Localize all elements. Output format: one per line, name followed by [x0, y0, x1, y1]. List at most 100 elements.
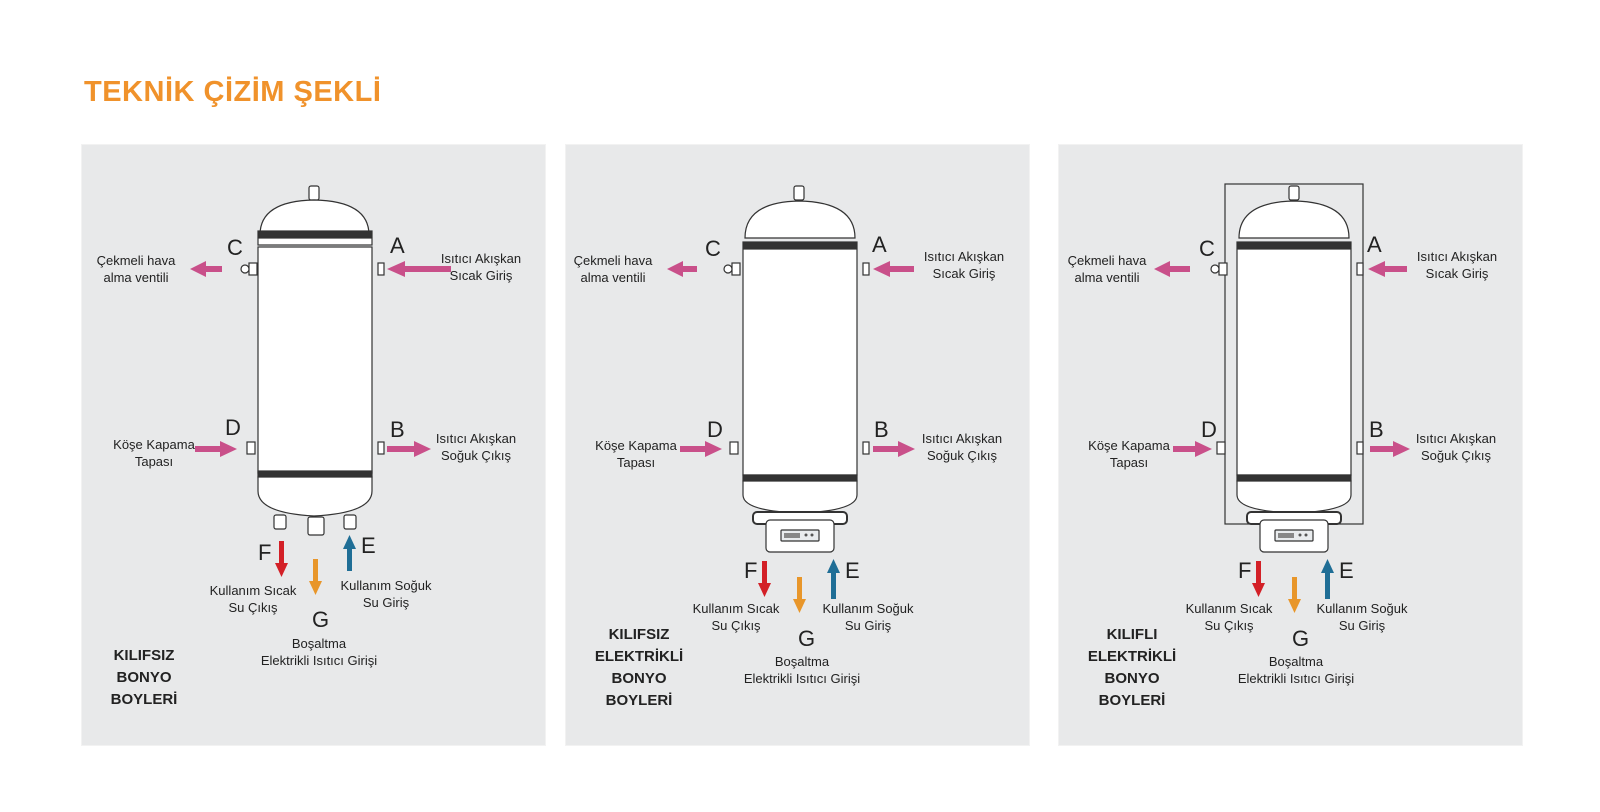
caption-line-1: KILIFSIZ: [114, 647, 175, 664]
boiler-tank: [723, 185, 870, 553]
g-text-2: Elektrikli Isıtıcı Girişi: [1238, 671, 1354, 686]
label-f: F: [744, 558, 757, 583]
f-text-1: Kullanım Sıcak: [693, 601, 780, 616]
label-a: A: [1367, 232, 1382, 257]
label-f: F: [1238, 558, 1251, 583]
f-text-2: Su Çıkış: [1204, 618, 1254, 633]
pink-arrows: [667, 261, 915, 457]
d-text-2: Tapası: [617, 455, 655, 470]
page-title: TEKNİK ÇİZİM ŞEKLİ: [84, 76, 382, 108]
label-c: C: [705, 236, 721, 261]
d-text-2: Tapası: [1110, 455, 1148, 470]
hot-water-arrow: [1256, 561, 1261, 585]
label-g: G: [312, 607, 329, 632]
caption-line-4: BOYLERİ: [606, 692, 673, 709]
g-text-1: Boşaltma: [292, 636, 347, 651]
cold-water-arrow: [831, 571, 836, 599]
e-text-2: Su Giriş: [845, 618, 892, 633]
d-text-1: Köşe Kapama: [1088, 438, 1170, 453]
caption-line-3: BONYO: [1104, 670, 1159, 687]
g-text-2: Elektrikli Isıtıcı Girişi: [261, 653, 377, 668]
label-f: F: [258, 540, 271, 565]
c-text-1: Çekmeli hava: [1068, 253, 1148, 268]
label-c: C: [1199, 236, 1215, 261]
f-text-1: Kullanım Sıcak: [210, 583, 297, 598]
caption-line-2: ELEKTRİKLİ: [595, 648, 683, 665]
g-text-2: Elektrikli Isıtıcı Girişi: [744, 671, 860, 686]
caption-line-1: KILIFSIZ: [609, 626, 670, 643]
label-a: A: [390, 233, 405, 258]
c-text-2: alma ventili: [103, 270, 168, 285]
e-text-1: Kullanım Soğuk: [822, 601, 914, 616]
b-text-2: Soğuk Çıkış: [1421, 448, 1492, 463]
drain-arrow: [797, 577, 802, 601]
c-text-2: alma ventili: [580, 270, 645, 285]
a-text-1: Isıtıcı Akışkan: [441, 251, 521, 266]
b-text-1: Isıtıcı Akışkan: [436, 431, 516, 446]
hot-water-arrow: [762, 561, 767, 585]
c-text-2: alma ventili: [1074, 270, 1139, 285]
label-d: D: [707, 417, 723, 442]
e-text-2: Su Giriş: [363, 595, 410, 610]
d-text-1: Köşe Kapama: [595, 438, 677, 453]
g-text-1: Boşaltma: [775, 654, 830, 669]
b-text-1: Isıtıcı Akışkan: [922, 431, 1002, 446]
caption-line-2: BONYO: [116, 669, 171, 686]
label-b: B: [1369, 417, 1384, 442]
b-text-1: Isıtıcı Akışkan: [1416, 431, 1496, 446]
label-b: B: [390, 417, 405, 442]
label-d: D: [225, 415, 241, 440]
label-b: B: [874, 417, 889, 442]
hot-water-arrow: [279, 541, 284, 565]
a-text-2: Sıcak Giriş: [933, 266, 996, 281]
b-text-2: Soğuk Çıkış: [441, 448, 512, 463]
label-g: G: [1292, 626, 1309, 651]
label-e: E: [1339, 558, 1354, 583]
d-text-1: Köşe Kapama: [113, 437, 195, 452]
cold-water-arrow: [347, 547, 352, 571]
f-text-2: Su Çıkış: [228, 600, 278, 615]
a-text-2: Sıcak Giriş: [1426, 266, 1489, 281]
c-text-1: Çekmeli hava: [574, 253, 654, 268]
f-text-1: Kullanım Sıcak: [1186, 601, 1273, 616]
f-text-2: Su Çıkış: [711, 618, 761, 633]
label-d: D: [1201, 417, 1217, 442]
caption-line-2: ELEKTRİKLİ: [1088, 648, 1176, 665]
drain-arrow: [1292, 577, 1297, 601]
label-e: E: [845, 558, 860, 583]
label-e: E: [361, 533, 376, 558]
g-text-1: Boşaltma: [1269, 654, 1324, 669]
d-text-2: Tapası: [135, 454, 173, 469]
boiler-tank: [240, 185, 385, 536]
a-text-1: Isıtıcı Akışkan: [1417, 249, 1497, 264]
e-text-2: Su Giriş: [1339, 618, 1386, 633]
a-text-2: Sıcak Giriş: [450, 268, 513, 283]
e-text-1: Kullanım Soğuk: [1316, 601, 1408, 616]
label-g: G: [798, 626, 815, 651]
caption-line-3: BOYLERİ: [111, 691, 178, 708]
